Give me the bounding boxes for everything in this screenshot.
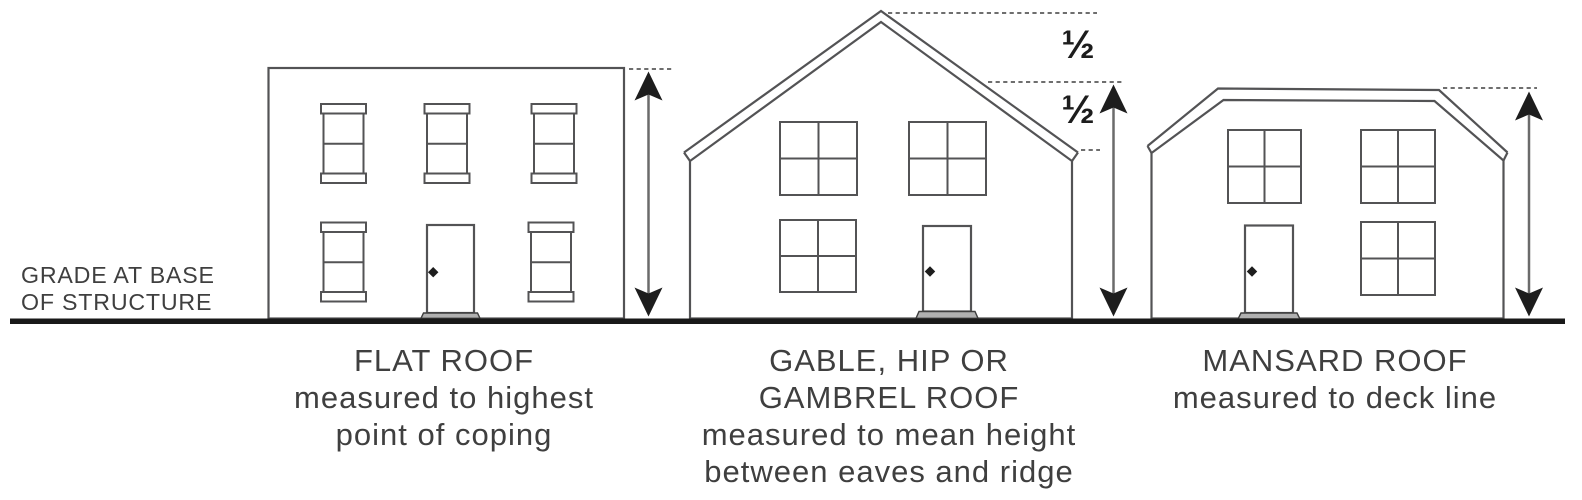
- sash-window: [530, 103, 578, 184]
- door: [419, 223, 482, 319]
- mansard-house: [1146, 87, 1543, 320]
- door-knob: [427, 266, 439, 278]
- four-pane-window: [908, 121, 987, 196]
- gable-caption-line4: between eaves and ridge: [704, 454, 1073, 489]
- door-threshold: [1236, 312, 1302, 320]
- door-threshold: [419, 312, 482, 319]
- gable-height-arrow: [1099, 84, 1128, 317]
- mansard-caption-line1: MANSARD ROOF: [1202, 343, 1467, 378]
- four-pane-window: [1360, 221, 1436, 296]
- door-threshold: [914, 310, 980, 319]
- gable-caption: GABLE, HIP OR GAMBREL ROOF measured to m…: [702, 343, 1077, 489]
- mansard-height-arrow: [1515, 91, 1543, 317]
- sash-window: [527, 221, 575, 303]
- flat-roof-house: [267, 66, 673, 320]
- flat-height-arrow: [634, 71, 663, 317]
- flat-caption-line3: point of coping: [336, 417, 553, 452]
- four-pane-window: [779, 121, 858, 196]
- mansard-roof-outer-edge: [1146, 87, 1509, 154]
- four-pane-window: [1360, 129, 1436, 204]
- mansard-caption-line2: measured to deck line: [1173, 380, 1497, 415]
- upper-half-label: ½: [1061, 23, 1094, 67]
- gable-caption-line3: measured to mean height: [702, 417, 1077, 452]
- sash-window: [423, 103, 471, 184]
- four-pane-window: [1227, 129, 1302, 204]
- gable-house-facade: [688, 20, 1074, 320]
- flat-caption-line2: measured to highest: [294, 380, 594, 415]
- lower-half-label: ½: [1061, 88, 1094, 132]
- flat-roof-caption: FLAT ROOF measured to highest point of c…: [294, 343, 594, 452]
- sash-window: [320, 103, 367, 184]
- door: [1236, 224, 1302, 320]
- gable-caption-line1: GABLE, HIP OR: [769, 343, 1009, 378]
- grade-label-line2: OF STRUCTURE: [21, 289, 212, 315]
- gable-house: ½ ½: [683, 9, 1128, 320]
- door-knob: [924, 266, 936, 277]
- grade-label-line1: GRADE AT BASE: [21, 262, 215, 288]
- flat-caption-line1: FLAT ROOF: [354, 343, 534, 378]
- sash-window: [320, 221, 367, 303]
- mansard-house-facade: [1150, 98, 1505, 320]
- grade-label: GRADE AT BASE OF STRUCTURE: [21, 262, 215, 315]
- door: [914, 224, 980, 319]
- four-pane-window: [779, 219, 857, 293]
- gable-caption-line2: GAMBREL ROOF: [759, 380, 1020, 415]
- mansard-caption: MANSARD ROOF measured to deck line: [1173, 343, 1497, 415]
- door-knob: [1246, 266, 1258, 277]
- gable-roof-outer-edge: [683, 9, 1079, 154]
